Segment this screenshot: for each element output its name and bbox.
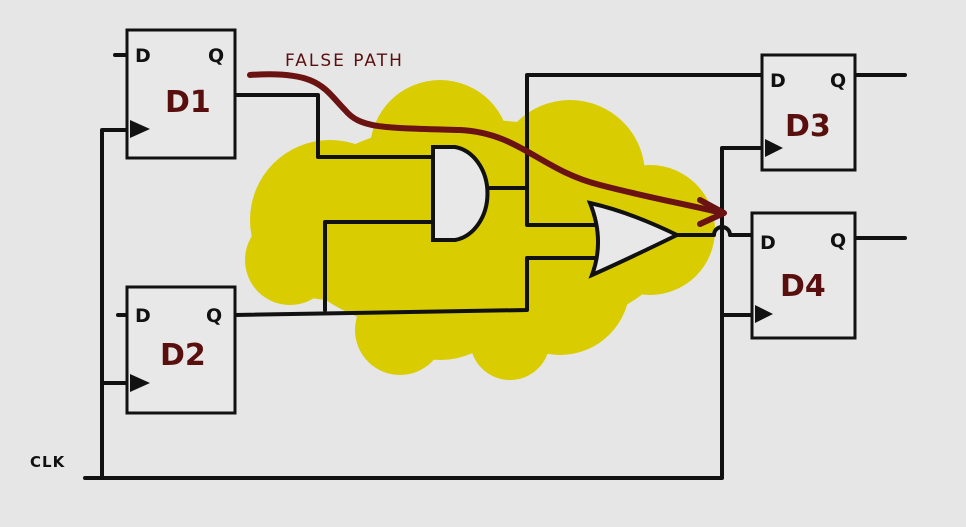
clock-label: CLK	[30, 453, 66, 471]
d-pin-label: D	[770, 70, 786, 92]
or-gate	[586, 200, 682, 279]
false-path-label: FALSE PATH	[285, 51, 404, 71]
flip-flop-label: D4	[780, 269, 826, 304]
q-pin-label: Q	[830, 70, 846, 92]
clock-triangle-icon	[765, 139, 783, 157]
clock-triangle-icon	[130, 374, 150, 392]
flip-flop-label: D2	[160, 338, 206, 373]
d-pin-label: D	[135, 305, 151, 327]
flip-flop-d2: D Q D2	[125, 285, 237, 415]
q-pin-label: Q	[206, 305, 222, 327]
d-pin-label: D	[135, 45, 151, 67]
flip-flop-d1: D Q D1	[125, 28, 237, 160]
false-path-arrow	[247, 71, 727, 227]
clock-triangle-icon	[755, 305, 773, 323]
flip-flop-label: D1	[165, 85, 211, 120]
q-pin-label: Q	[830, 230, 846, 252]
flip-flop-d3: D Q D3	[760, 53, 857, 172]
and-gate	[431, 145, 490, 242]
clock-triangle-icon	[130, 120, 150, 138]
flip-flop-d4: D Q D4	[750, 211, 857, 340]
q-pin-label: Q	[208, 45, 224, 67]
d-pin-label: D	[760, 232, 776, 254]
flip-flop-label: D3	[785, 109, 831, 144]
